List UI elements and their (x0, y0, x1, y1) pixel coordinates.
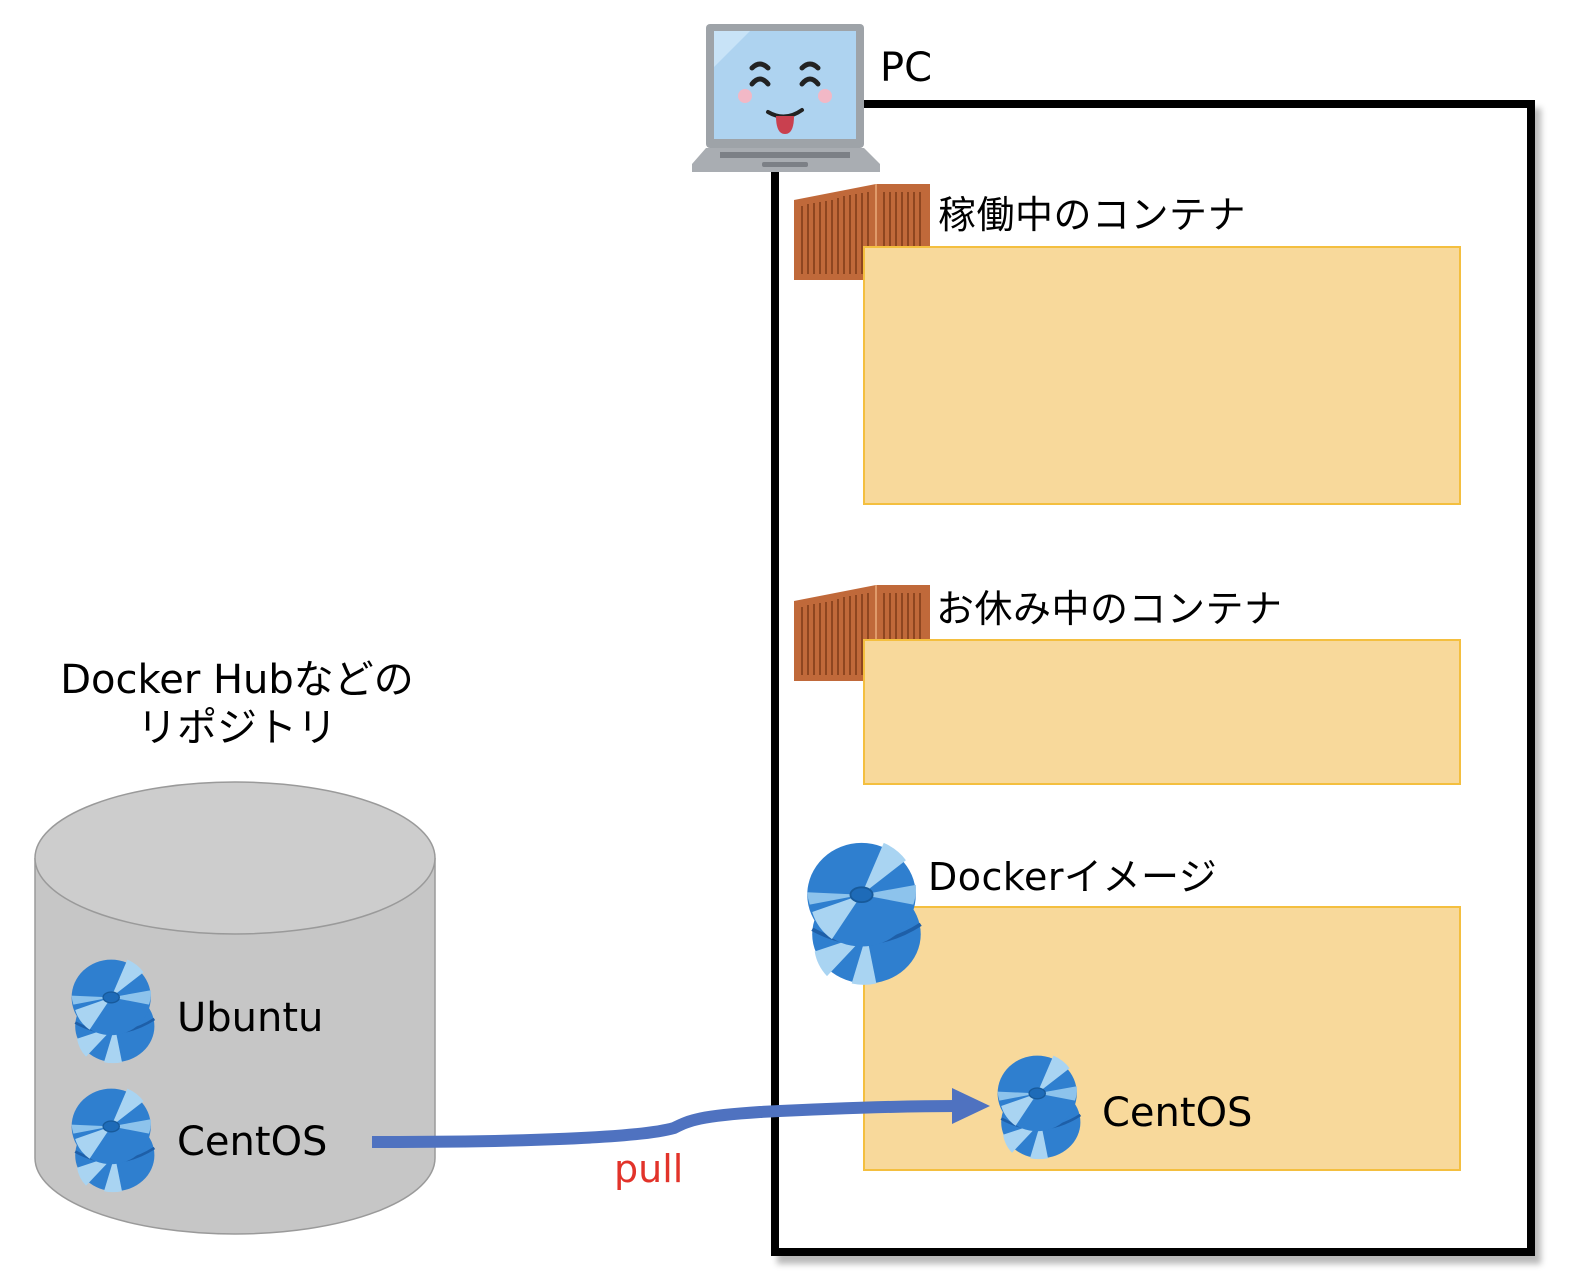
docker-images-area (863, 906, 1461, 1171)
repo-item-centos: CentOS (177, 1119, 328, 1165)
laptop-icon (690, 22, 884, 178)
repository-title-line1: Docker Hubなどの (60, 657, 414, 703)
repository-cylinder (30, 776, 440, 1240)
repo-item-ubuntu: Ubuntu (177, 995, 324, 1041)
docker-images-title: Dockerイメージ (928, 855, 1218, 899)
pull-label: pull (614, 1147, 684, 1191)
stopped-containers-title: お休み中のコンテナ (936, 587, 1283, 631)
stopped-containers-area (863, 639, 1461, 785)
pc-image-centos: CentOS (1102, 1090, 1253, 1136)
repository-title-line2: リポジトリ (137, 705, 337, 751)
running-containers-area (863, 246, 1461, 505)
running-containers-title: 稼働中のコンテナ (938, 193, 1247, 237)
pc-label: PC (880, 45, 933, 91)
